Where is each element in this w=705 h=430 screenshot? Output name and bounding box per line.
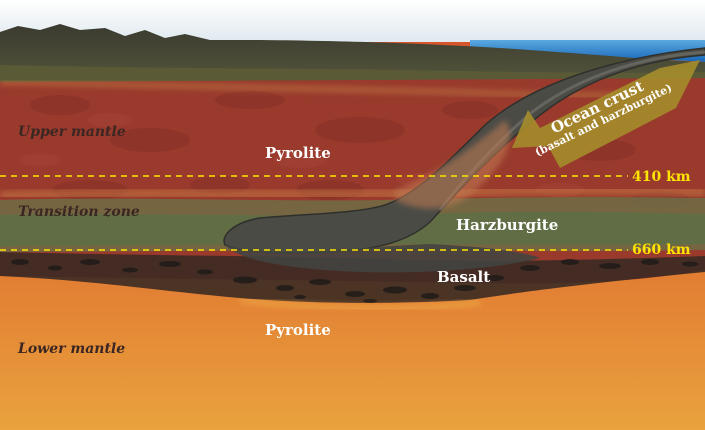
- continental-crust: [0, 24, 705, 82]
- pyrolite-upper-label: Pyrolite: [265, 144, 331, 162]
- depth-410-label: 410 km: [632, 169, 691, 185]
- lower-mantle-label: Lower mantle: [18, 341, 126, 357]
- depth-660-label: 660 km: [632, 242, 691, 258]
- transition-zone-label: Transition zone: [18, 204, 140, 220]
- pyrolite-lower-label: Pyrolite: [265, 321, 331, 339]
- upper-mantle-label: Upper mantle: [18, 124, 126, 140]
- basalt-label: Basalt: [437, 268, 491, 286]
- harzburgite-label: Harzburgite: [456, 216, 559, 234]
- ocean-crust-arrow: [512, 60, 700, 168]
